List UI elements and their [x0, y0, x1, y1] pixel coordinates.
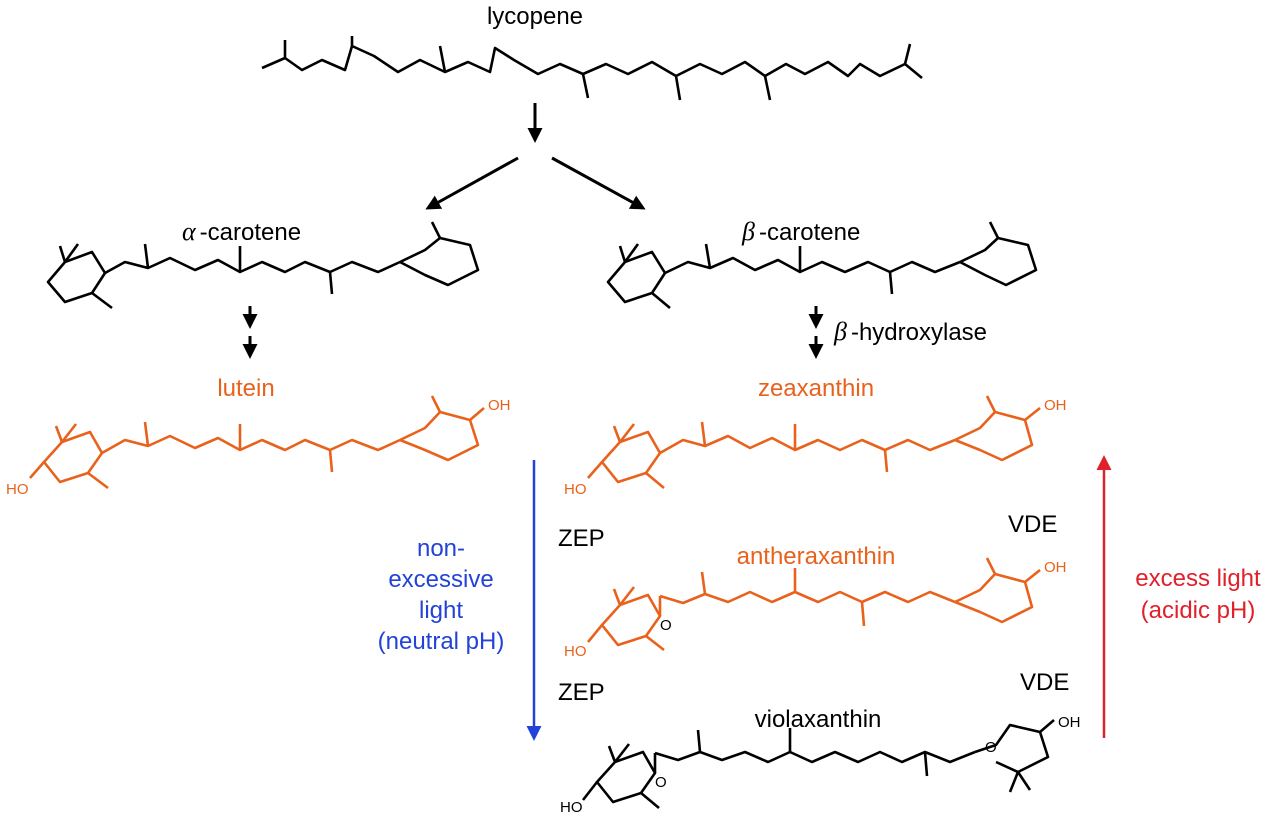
alpha-carotene-label: α-carotene	[182, 217, 301, 246]
vde-top-label: VDE	[1008, 511, 1057, 538]
beta-carotene-label: β-carotene	[741, 217, 860, 246]
violaxanthin-ho-label: HO	[560, 799, 583, 816]
zeaxanthin-oh-label: OH	[1044, 397, 1067, 414]
lycopene-structure	[261, 36, 923, 101]
non-excessive-light-label: non- excessive light (neutral pH)	[378, 535, 505, 655]
violaxanthin-structure	[581, 719, 1055, 809]
antheraxanthin-label: antheraxanthin	[737, 543, 896, 570]
svg-text:light: light	[419, 597, 463, 624]
zeaxanthin-ho-label: HO	[564, 481, 587, 498]
svg-text:(neutral pH): (neutral pH)	[378, 628, 505, 655]
svg-text:non-: non-	[417, 535, 465, 562]
zep-top-label: ZEP	[558, 525, 605, 552]
alpha-carotene-structure	[46, 221, 480, 310]
beta-hydroxylase-label: β-hydroxylase	[833, 317, 987, 346]
violaxanthin-label: violaxanthin	[755, 706, 882, 733]
zep-bottom-label: ZEP	[558, 679, 605, 706]
lycopene-label: lycopene	[487, 3, 583, 30]
lutein-oh-label: OH	[488, 397, 511, 414]
zeaxanthin-structure	[587, 395, 1041, 489]
zeaxanthin-label: zeaxanthin	[758, 375, 874, 402]
lutein-label: lutein	[217, 375, 274, 402]
violaxanthin-o-right-label: O	[985, 739, 997, 756]
vde-bottom-label: VDE	[1020, 669, 1069, 696]
antheraxanthin-ho-label: HO	[564, 643, 587, 660]
antheraxanthin-oh-label: OH	[1044, 559, 1067, 576]
beta-carotene-structure	[606, 221, 1038, 309]
violaxanthin-o-left-label: O	[655, 774, 667, 791]
antheraxanthin-o-label: O	[660, 617, 672, 634]
antheraxanthin-structure	[586, 557, 1041, 652]
violaxanthin-oh-label: OH	[1058, 714, 1081, 731]
lutein-ho-label: HO	[6, 481, 29, 498]
svg-text:excessive: excessive	[388, 566, 493, 593]
lutein-structure	[29, 395, 485, 490]
lycopene-arrows	[425, 103, 646, 210]
excess-light-label: excess light (acidic pH)	[1135, 565, 1261, 624]
svg-text:(acidic pH): (acidic pH)	[1141, 597, 1256, 624]
svg-text:excess light: excess light	[1135, 565, 1261, 592]
